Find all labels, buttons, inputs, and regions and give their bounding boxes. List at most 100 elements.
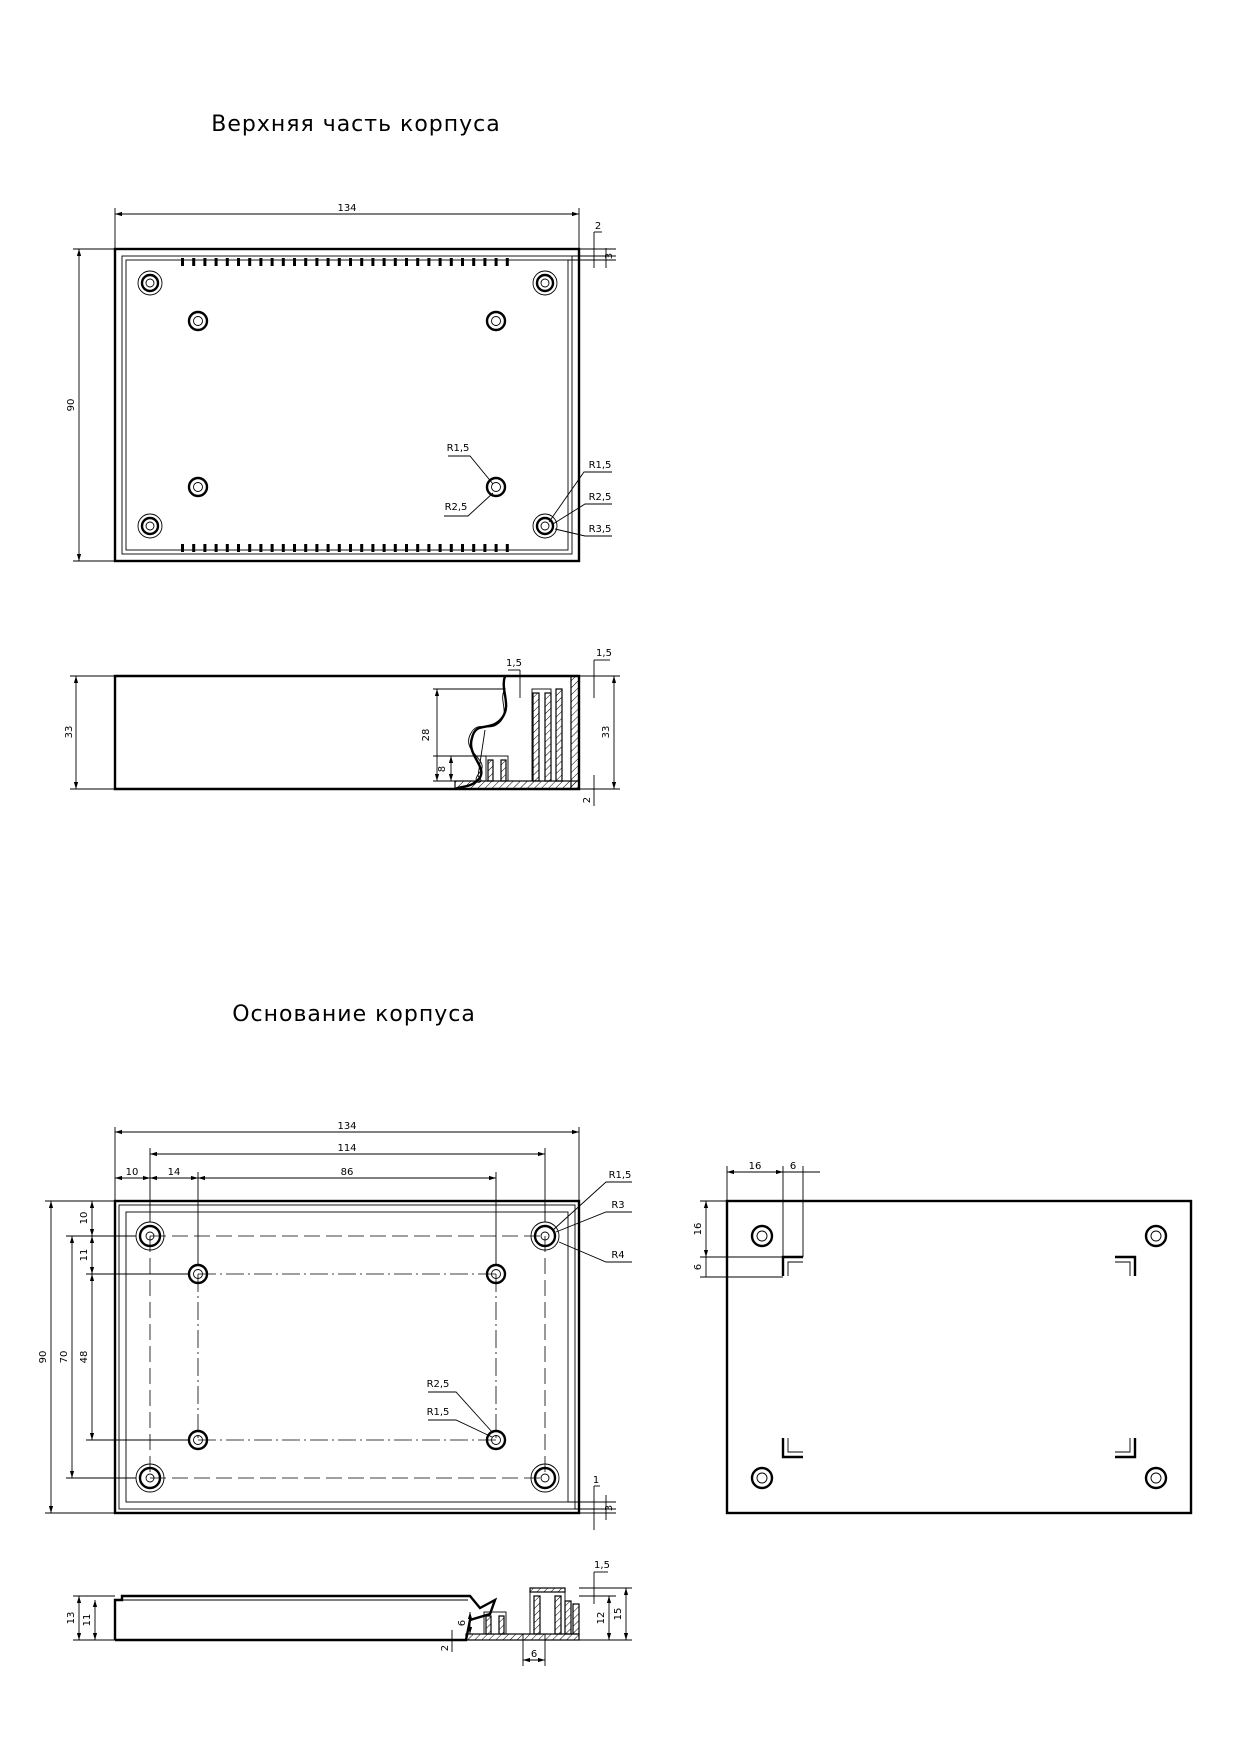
base-section-view: 13 11 6 2 1,5 12 15 6	[66, 1560, 632, 1666]
vent-slot	[494, 258, 498, 266]
dim-rib-width: 1,5	[506, 658, 522, 669]
vent-slot	[472, 544, 476, 552]
vent-slot	[225, 258, 229, 266]
dim-section-height-right: 33	[601, 726, 612, 739]
vent-slot	[461, 544, 464, 552]
dim-base-boss-height: 6	[457, 1620, 468, 1626]
vent-slot	[304, 544, 308, 552]
dim-base-offset-x: 10	[126, 1167, 139, 1178]
vent-slot	[337, 544, 341, 552]
dim-base-pitch-y: 11	[79, 1249, 90, 1262]
foot-corner-mark	[781, 1255, 1137, 1459]
vent-slot	[203, 258, 207, 266]
dim-base-right-inner: 12	[596, 1612, 607, 1625]
vent-slots-bottom	[181, 544, 509, 552]
dim-base-width: 134	[337, 1121, 356, 1132]
vent-slot	[326, 544, 330, 552]
dim-section-height: 33	[64, 726, 75, 739]
vent-slot	[315, 544, 319, 552]
vent-slot	[371, 544, 375, 552]
vent-slot	[304, 258, 308, 266]
radius-label: R4	[611, 1250, 624, 1261]
dim-bottom-foot-y: 6	[693, 1264, 704, 1270]
vent-slot	[494, 544, 498, 552]
vent-slot	[214, 544, 218, 552]
radius-label: R2,5	[427, 1379, 450, 1390]
vent-slot	[192, 258, 196, 266]
corner-post-hole	[137, 270, 558, 539]
base-part-title: Основание корпуса	[232, 1002, 476, 1027]
vent-slot	[427, 544, 431, 552]
top-plan-view: 134 90 2 3 R1,5 R2,5 R1,5 R2,5 R3,5	[66, 203, 616, 563]
vent-slot	[449, 544, 453, 552]
radius-label: R2,5	[589, 492, 612, 503]
dim-base-section-inner: 11	[82, 1614, 93, 1627]
dim-bottom-offset-x: 16	[749, 1161, 762, 1172]
vent-slot	[360, 258, 364, 266]
vent-slot	[461, 258, 464, 266]
dim-floor: 2	[582, 797, 593, 803]
vent-slot	[427, 258, 431, 266]
radius-label: R1,5	[589, 460, 612, 471]
vent-slot	[281, 544, 285, 552]
radius-label: R3,5	[589, 524, 612, 535]
vent-slot	[259, 258, 263, 266]
dim-standoff-height: 28	[421, 729, 432, 742]
vent-slot	[270, 258, 274, 266]
dim-top-inset: 3	[604, 253, 615, 259]
vent-slot	[449, 258, 453, 266]
vent-slot	[293, 258, 296, 266]
radius-label: R2,5	[445, 502, 468, 513]
vent-slot	[181, 544, 184, 552]
dim-base-inner-span: 86	[341, 1167, 354, 1178]
dim-base-pitch-x: 14	[168, 1167, 181, 1178]
radius-label: R1,5	[447, 443, 470, 454]
dim-wall-top: 1,5	[596, 648, 612, 659]
board-standoff-hole	[187, 310, 507, 498]
vent-slot	[248, 258, 252, 266]
top-section-view: 33 28 8 33 1,5 1,5 2	[64, 648, 620, 806]
radius-label: R3	[611, 1200, 624, 1211]
dim-base-wall-top: 1,5	[594, 1560, 610, 1571]
vent-slot	[393, 258, 397, 266]
vent-slot	[438, 544, 442, 552]
vent-slot	[393, 544, 397, 552]
vent-slot	[382, 544, 386, 552]
vent-slot	[293, 544, 296, 552]
vent-slot	[505, 258, 509, 266]
dim-base-offset-y: 10	[79, 1212, 90, 1225]
dim-base-floor: 2	[440, 1645, 451, 1651]
vent-slot	[203, 544, 207, 552]
vent-slot	[371, 258, 375, 266]
corner-post-hole	[135, 1221, 560, 1493]
bottom-hole	[750, 1224, 1168, 1490]
dim-base-right-outer: 15	[613, 1608, 624, 1621]
top-part-title: Верхняя часть корпуса	[211, 112, 501, 137]
dim-base-height: 90	[38, 1351, 49, 1364]
dim-base-hole-span-y: 70	[59, 1351, 70, 1364]
vent-slot	[192, 544, 196, 552]
dim-bottom-foot-x: 6	[790, 1161, 796, 1172]
vent-slot	[505, 544, 509, 552]
dim-boss-height: 8	[437, 766, 448, 772]
vent-slot	[416, 544, 420, 552]
vent-slot	[237, 258, 240, 266]
vent-slot	[248, 544, 252, 552]
vent-slot	[225, 544, 229, 552]
base-bottom-view: 16 6 16 6	[693, 1161, 1193, 1515]
vent-slot	[472, 258, 476, 266]
dim-base-wall: 1	[593, 1475, 599, 1486]
vent-slot	[181, 258, 184, 266]
radius-label: R1,5	[609, 1170, 632, 1181]
dim-base-hole-span: 114	[337, 1143, 356, 1154]
radius-label: R1,5	[427, 1407, 450, 1418]
vent-slot	[382, 258, 386, 266]
vent-slot	[349, 258, 352, 266]
dim-top-wall: 2	[595, 221, 601, 232]
dim-top-height: 90	[66, 399, 77, 412]
vent-slot	[270, 544, 274, 552]
dim-top-width: 134	[337, 203, 356, 214]
vent-slot	[315, 258, 319, 266]
dim-bottom-offset-y: 16	[693, 1223, 704, 1236]
